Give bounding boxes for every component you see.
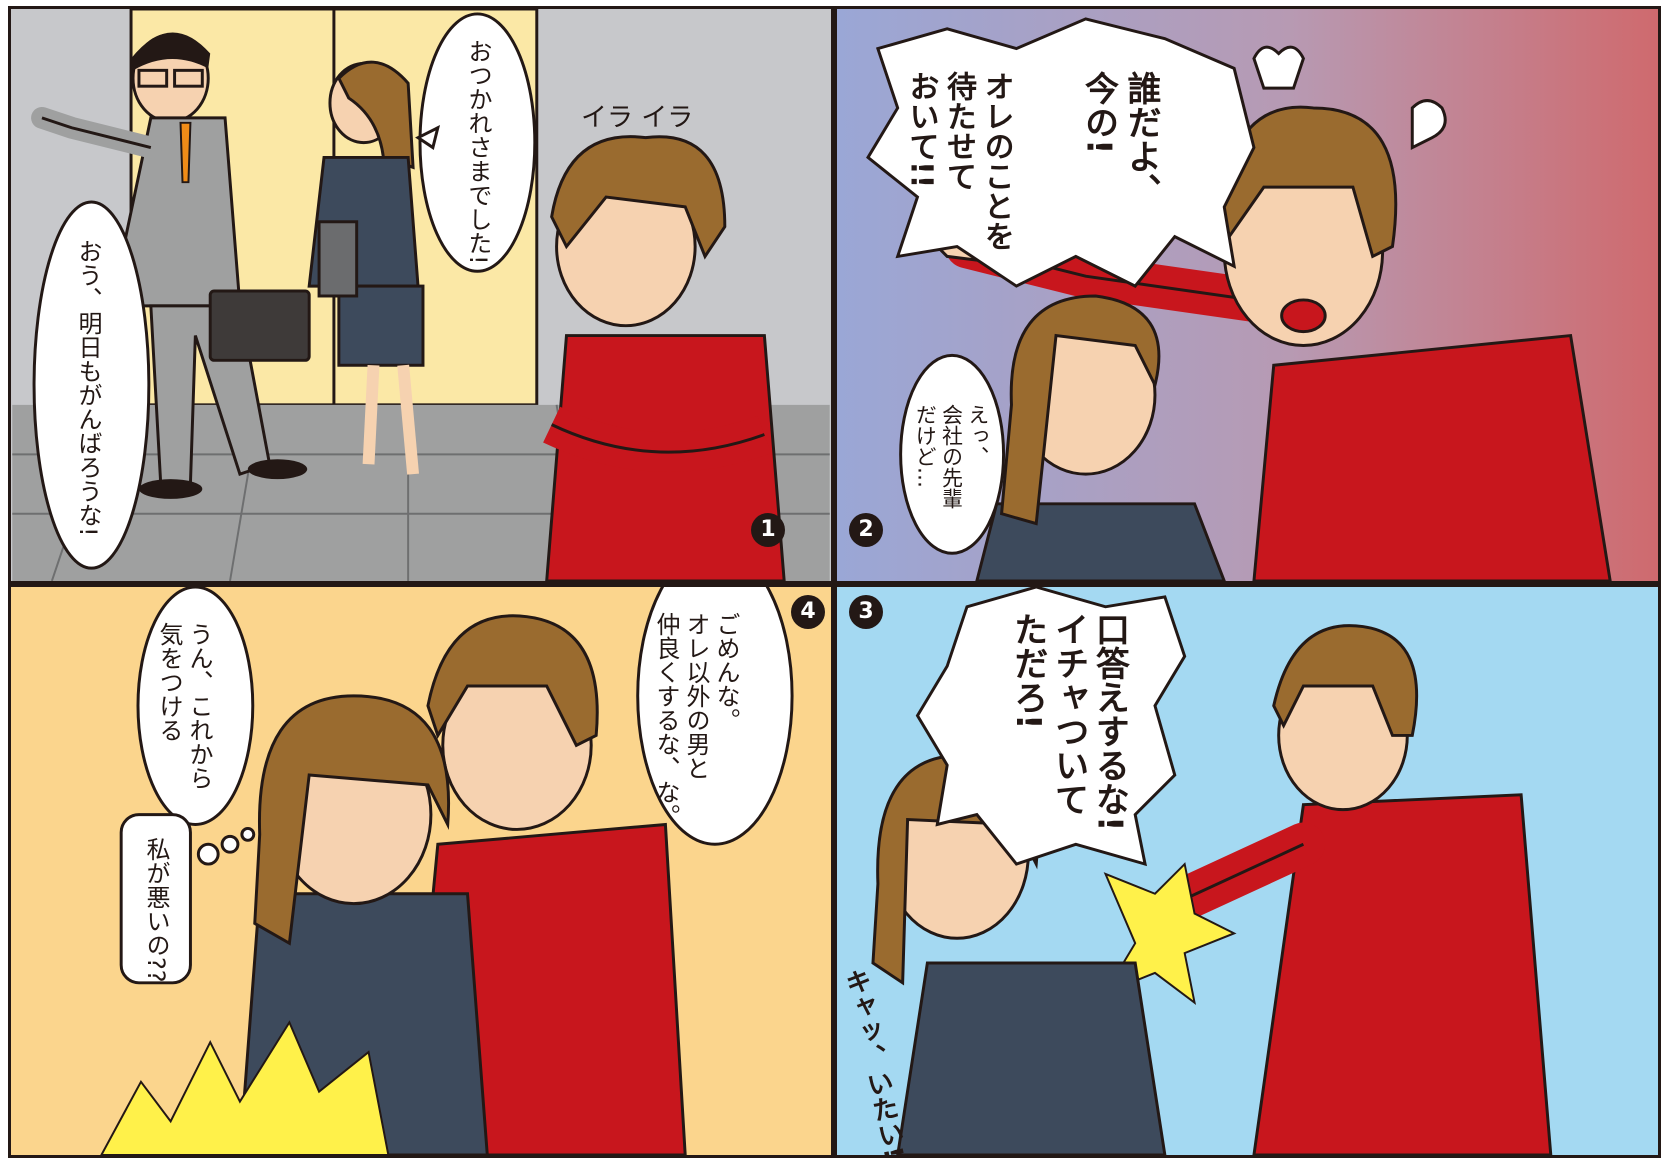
panel-3-art — [871, 587, 1553, 1155]
speech-bubble-boss — [32, 200, 151, 570]
panel-4-art — [100, 587, 794, 1155]
woman-figure-p2 — [975, 294, 1226, 581]
panel-2-art — [866, 17, 1612, 581]
shout-who-was-that: 誰だよ、 今の! — [1078, 71, 1162, 207]
speech-bubble-man-p4 — [636, 587, 794, 846]
woman-figure-p1 — [307, 60, 425, 475]
panel-1: おう、明日もがんばろうな! おつかれさまでした! イラ イラ 1 — [8, 6, 834, 584]
shout-talk-back: 口答えするな! イチャついて ただろ! — [1007, 612, 1130, 832]
panel-1-art — [12, 9, 830, 581]
panel-number-4: 4 — [791, 595, 825, 629]
panel-2: 誰だよ、 今の! オレのことを 待たせて おいて!! えっ、 会社の先輩 だけど… — [834, 6, 1661, 584]
thought-line: 私が悪いの?? — [142, 837, 170, 983]
panel-number-1: 1 — [751, 513, 785, 547]
panel-4: ごめんな。 オレ以外の男と 仲良くするな、な。 うん、これから 気をつける 私が… — [8, 584, 834, 1158]
woman-line-p4: うん、これから 気をつける — [155, 622, 213, 790]
panel-number-3: 3 — [849, 595, 883, 629]
speech-bubble-woman-p4 — [136, 587, 255, 826]
woman-line-p1: おつかれさまでした! — [464, 39, 492, 265]
shout-bubble-p2 — [866, 17, 1256, 288]
shout-made-me-wait: オレのことを 待たせて おいて!! — [903, 71, 1014, 251]
panel-number-2: 2 — [849, 513, 883, 547]
thought-bubble — [119, 813, 192, 985]
speech-bubble-woman-p2 — [899, 353, 1006, 555]
attacking-man-p3 — [1152, 624, 1553, 1155]
boss-line: おう、明日もがんばろうな! — [74, 239, 102, 537]
woman-line-p2: えっ、 会社の先輩 だけど… — [913, 404, 990, 509]
sfx-ira-ira: イラ イラ — [581, 103, 694, 133]
panel-3: 口答えするな! イチャついて ただろ! キャッ、いたい! 3 — [834, 584, 1661, 1158]
man-line-p4: ごめんな。 オレ以外の男と 仲良くするな、な。 — [652, 612, 740, 828]
speech-bubble-woman-p1 — [418, 12, 537, 273]
angry-man-p1 — [543, 135, 786, 581]
shout-bubble-p3 — [915, 587, 1187, 867]
